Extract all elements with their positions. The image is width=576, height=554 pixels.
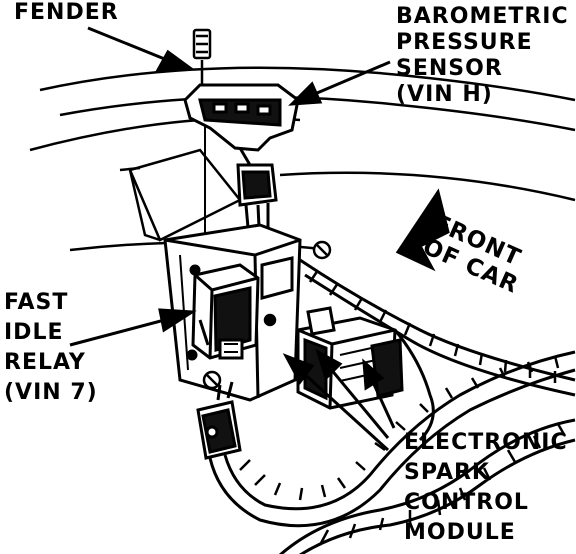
bracket-screws (202, 240, 332, 390)
fast-idle-relay-label-line: IDLE (4, 320, 64, 345)
front-of-car-arrow (395, 188, 450, 272)
esc-module-label: ELECTRONIC SPARK CONTROL MODULE (404, 428, 568, 548)
wiring-harness (208, 258, 576, 554)
esc-module-label-line: CONTROL (404, 490, 529, 515)
baro-sensor-body (183, 83, 300, 166)
esc-module-label-line: SPARK (404, 460, 490, 485)
fast-idle-relay-label-line: (VIN 7) (4, 380, 98, 405)
inner-fender-panel (128, 148, 242, 242)
pointer-arrows (69, 26, 396, 452)
baro-connector (236, 163, 278, 251)
fender-label: FENDER (14, 0, 119, 25)
fender-bolt (192, 28, 212, 235)
relay-connector (196, 381, 242, 460)
baro-sensor-label-line: BAROMETRIC (396, 4, 569, 29)
baro-sensor-label: BAROMETRIC PRESSURE SENSOR (VIN H) (396, 4, 569, 108)
fast-idle-relay-label-line: FAST (4, 290, 69, 315)
baro-sensor-label-line: PRESSURE (396, 30, 533, 55)
fast-idle-relay-label-line: RELAY (4, 350, 86, 375)
esc-module-label-line: ELECTRONIC (404, 430, 568, 455)
baro-sensor-label-line: (VIN H) (396, 82, 493, 107)
baro-sensor-label-line: SENSOR (396, 56, 503, 81)
esc-module-label-line: MODULE (404, 520, 516, 545)
fast-idle-relay-label: FAST IDLE RELAY (VIN 7) (4, 288, 98, 408)
fast-idle-relay (191, 263, 260, 360)
